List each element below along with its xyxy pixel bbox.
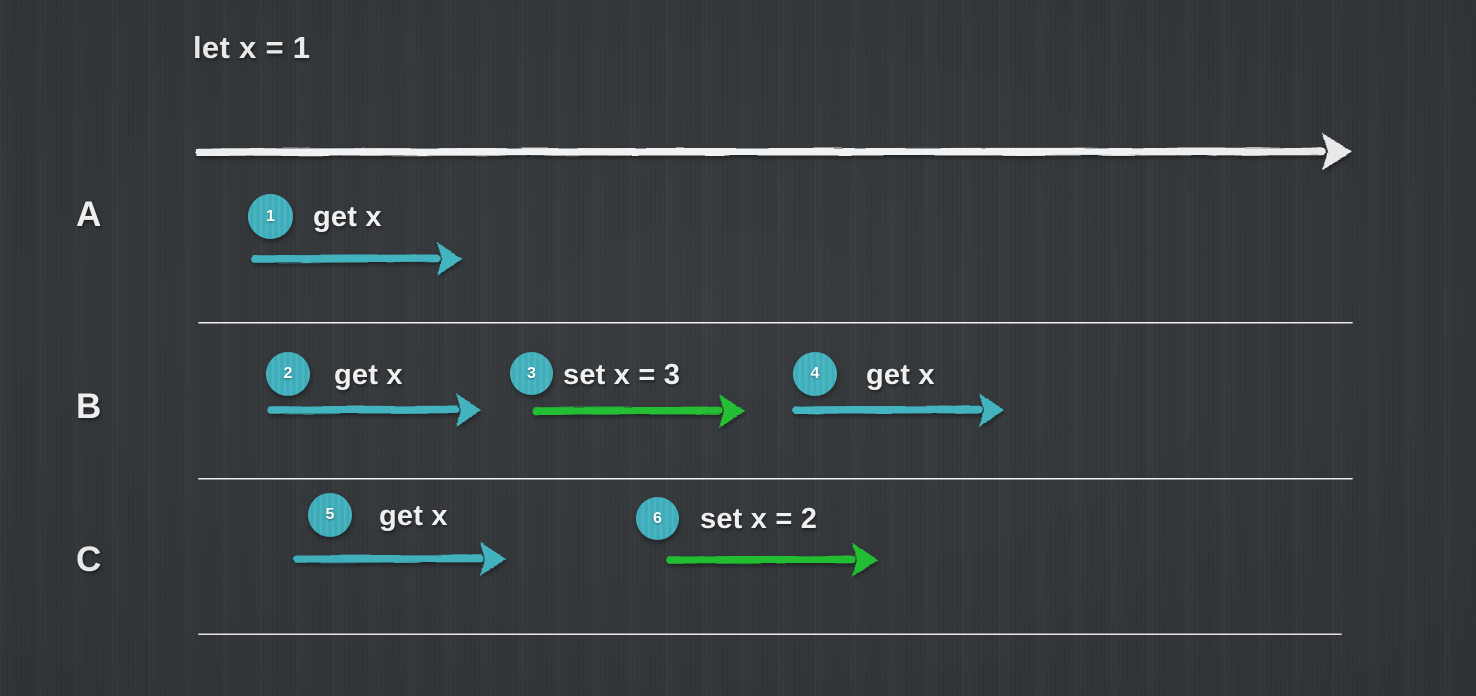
op-badge-3: 3 <box>510 352 553 395</box>
lane-label-a: A <box>76 195 102 234</box>
op-label-3: set x = 3 <box>563 359 681 391</box>
op-label-2: get x <box>334 359 403 391</box>
op-badge-1: 1 <box>248 194 293 239</box>
lane-separator-a <box>198 320 1353 325</box>
op-badge-number: 4 <box>810 365 820 382</box>
op-arrow-6 <box>666 543 878 577</box>
global-time-axis <box>195 133 1352 171</box>
op-arrow-1 <box>251 242 462 276</box>
lane-separator-b <box>198 476 1353 481</box>
op-badge-2: 2 <box>266 352 310 396</box>
op-arrow-2 <box>267 393 481 427</box>
op-badge-5: 5 <box>308 493 352 537</box>
op-badge-6: 6 <box>636 497 679 540</box>
lane-label-c: C <box>76 540 102 579</box>
op-arrow-5 <box>293 542 506 576</box>
op-badge-4: 4 <box>793 352 837 396</box>
lane-separator-c <box>198 632 1342 637</box>
op-badge-number: 1 <box>266 207 275 225</box>
op-arrow-3 <box>532 394 745 428</box>
op-label-5: get x <box>379 500 448 532</box>
op-badge-number: 2 <box>283 365 293 382</box>
op-badge-number: 6 <box>653 509 662 527</box>
op-label-1: get x <box>313 201 382 233</box>
op-label-6: set x = 2 <box>700 503 818 535</box>
op-badge-number: 3 <box>527 364 536 382</box>
op-badge-number: 5 <box>325 506 335 523</box>
op-arrow-4 <box>792 393 1004 427</box>
diagram-title: let x = 1 <box>193 30 311 65</box>
lane-label-b: B <box>76 387 102 426</box>
op-label-4: get x <box>866 359 935 391</box>
